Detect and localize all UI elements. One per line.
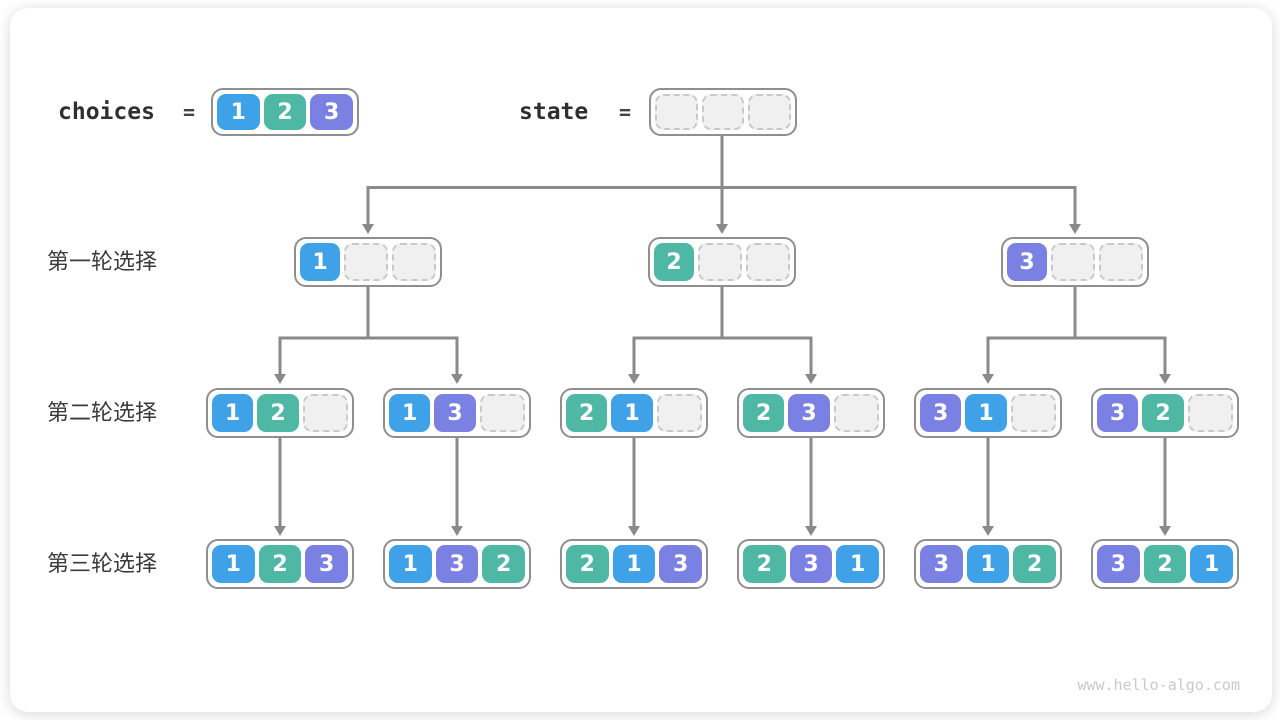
cell-3: 3: [305, 545, 349, 583]
round1-node: 3: [1001, 237, 1149, 287]
cell-empty: [392, 243, 436, 281]
cell-3: 3: [1007, 243, 1047, 281]
cell-3: 3: [435, 545, 479, 583]
cell-empty: [833, 394, 879, 432]
cell-3: 3: [659, 545, 703, 583]
choices-label: choices: [58, 99, 155, 125]
cell-1: 1: [212, 545, 255, 583]
cell-3: 3: [1097, 545, 1140, 583]
cell-3: 3: [310, 94, 354, 130]
cell-2: 2: [566, 545, 609, 583]
round-2-label: 第二轮选择: [47, 400, 158, 425]
cell-3: 3: [920, 394, 962, 432]
cell-empty: [748, 94, 792, 130]
cell-2: 2: [1013, 545, 1057, 583]
watermark: www.hello-algo.com: [1077, 676, 1240, 694]
cell-empty: [1010, 394, 1056, 432]
cell-3: 3: [434, 394, 476, 432]
cell-empty: [701, 94, 745, 130]
cell-1: 1: [966, 545, 1010, 583]
cell-1: 1: [611, 394, 653, 432]
cell-1: 1: [300, 243, 340, 281]
cell-empty: [655, 94, 698, 130]
cell-empty: [746, 243, 790, 281]
cell-2: 2: [743, 394, 785, 432]
round-1-label: 第一轮选择: [47, 249, 158, 274]
state-label: state: [519, 99, 589, 125]
cell-3: 3: [788, 394, 830, 432]
cell-empty: [698, 243, 742, 281]
cell-empty: [1051, 243, 1095, 281]
cell-1: 1: [836, 545, 880, 583]
cell-2: 2: [743, 545, 786, 583]
cell-2: 2: [1142, 394, 1184, 432]
cell-2: 2: [566, 394, 608, 432]
cell-1: 1: [389, 545, 432, 583]
cell-empty: [1099, 243, 1143, 281]
cell-empty: [479, 394, 525, 432]
state-box: [649, 88, 797, 136]
cell-2: 2: [263, 94, 307, 130]
cell-1: 1: [612, 545, 656, 583]
cell-3: 3: [1097, 394, 1139, 432]
cell-2: 2: [258, 545, 302, 583]
cell-empty: [1187, 394, 1233, 432]
cell-2: 2: [1143, 545, 1187, 583]
cell-1: 1: [212, 394, 254, 432]
cell-1: 1: [965, 394, 1007, 432]
cell-1: 1: [389, 394, 431, 432]
cell-1: 1: [1190, 545, 1234, 583]
cell-1: 1: [217, 94, 260, 130]
cell-empty: [656, 394, 702, 432]
cell-empty: [344, 243, 388, 281]
round-3-label: 第三轮选择: [47, 551, 158, 576]
cell-2: 2: [482, 545, 526, 583]
state-equals-sign: =: [619, 100, 632, 124]
cell-3: 3: [789, 545, 833, 583]
round1-node: 2: [648, 237, 796, 287]
cell-empty: [302, 394, 348, 432]
cell-3: 3: [920, 545, 963, 583]
round1-node: 1: [294, 237, 442, 287]
cell-2: 2: [257, 394, 299, 432]
choices-equals-sign: =: [183, 100, 196, 124]
cell-2: 2: [654, 243, 694, 281]
